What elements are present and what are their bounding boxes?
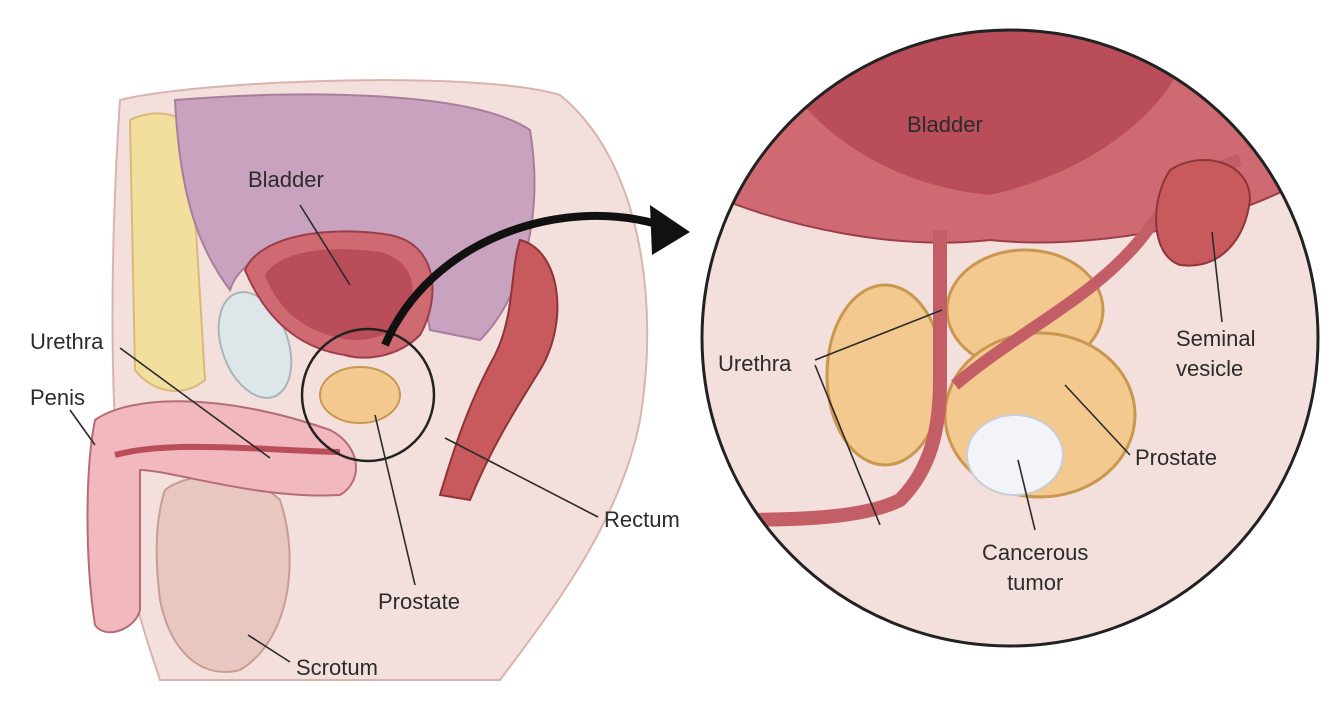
leader-penis: [69, 409, 96, 446]
label-cancerous-tumor: Cancerous tumor: [982, 538, 1088, 598]
leader-prostate-right: [1064, 384, 1131, 456]
cancerous-tumor: [966, 414, 1064, 496]
leader-urethra-right-a: [814, 309, 943, 361]
leader-scrotum: [247, 634, 291, 663]
leader-bladder-left: [299, 204, 351, 286]
pubic-bone: [217, 291, 293, 399]
label-tumor-line2: tumor: [1007, 570, 1064, 595]
leader-urethra-left: [119, 347, 271, 459]
label-bladder-left: Bladder: [248, 167, 324, 192]
urethra-channel-left: [114, 443, 341, 458]
label-urethra-left: Urethra: [30, 329, 104, 354]
zoom-detail: [700, 28, 1320, 648]
prostate-left: [319, 366, 401, 424]
zoom-arrowhead: [650, 205, 690, 255]
label-prostate-right: Prostate: [1135, 445, 1217, 470]
left-cross-section: [69, 79, 690, 681]
penis-left: [86, 400, 357, 634]
label-seminal-vesicle-line1: Seminal: [1176, 326, 1256, 351]
label-rectum: Rectum: [604, 507, 680, 532]
leader-urethra-right-b: [814, 364, 881, 526]
leader-prostate-left: [374, 414, 416, 586]
urethra-right: [702, 230, 947, 527]
label-seminal-vesicle: Seminal vesicle: [1176, 324, 1255, 384]
label-prostate-left: Prostate: [378, 589, 460, 614]
label-seminal-vesicle-line2: vesicle: [1176, 356, 1244, 381]
bladder-left-lumen: [265, 249, 413, 341]
bladder-right-lumen: [760, 30, 1190, 195]
label-tumor-line1: Cancerous: [982, 540, 1089, 565]
label-scrotum: Scrotum: [296, 655, 378, 680]
rectum-left: [438, 238, 559, 502]
zoom-arrow: [381, 211, 662, 347]
zoom-circle-border: [700, 28, 1320, 648]
seminal-vesicle: [1155, 159, 1252, 267]
leader-tumor: [1017, 459, 1036, 531]
label-urethra-right: Urethra: [718, 351, 792, 376]
leader-seminal-vesicle: [1211, 231, 1223, 323]
label-penis: Penis: [30, 385, 86, 410]
label-bladder-right: Bladder: [907, 112, 983, 137]
left-leader-lines: [69, 204, 599, 663]
leader-rectum: [444, 437, 599, 518]
magnifier-circle: [300, 327, 436, 463]
